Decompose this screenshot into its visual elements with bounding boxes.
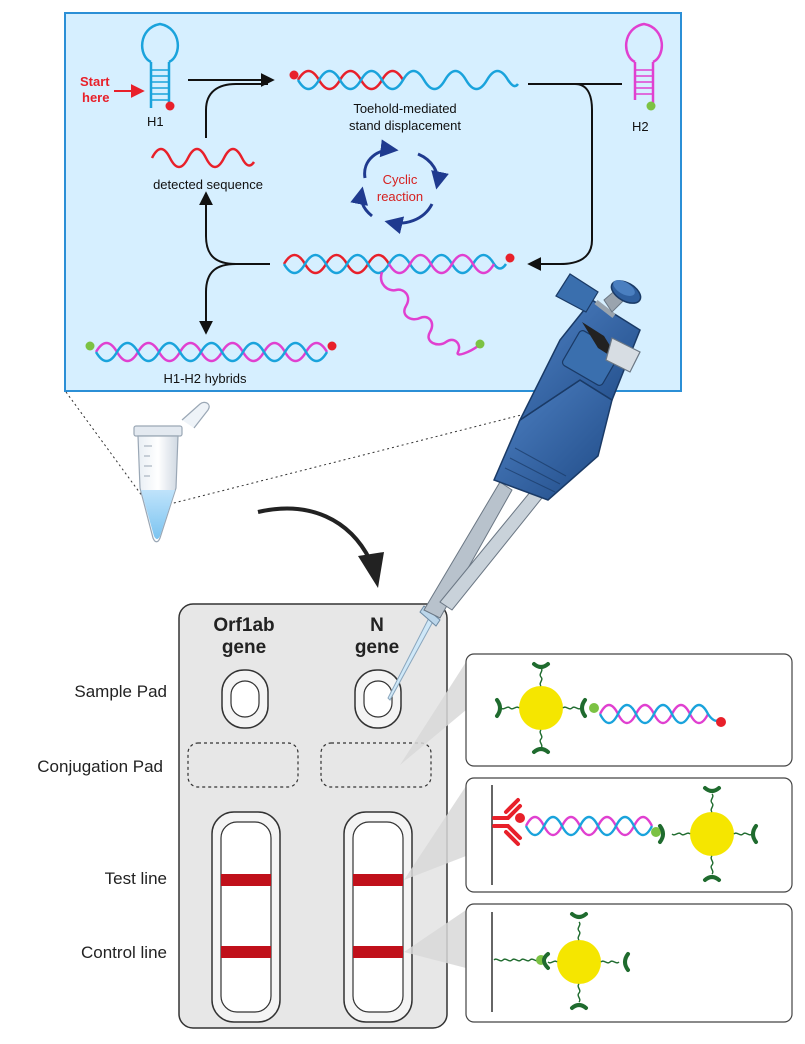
reaction-panel: H1 Start here Toehold-mediated stand dis… [64,12,682,392]
col2-label-line2: gene [355,637,399,658]
sample-pad-label: Sample Pad [74,682,167,701]
cyclic-label-line1: Cyclic [383,172,418,187]
inset-control-line [465,903,793,1023]
lfa-cassette: Orf1ab gene N gene [178,603,448,1029]
control-line-left [221,946,271,958]
test-line-label: Test line [105,869,167,888]
inset-test-line [465,777,793,893]
zoom-wedge-control [404,910,466,968]
test-line-left [221,874,271,886]
transfer-arrow [257,506,372,561]
gold-nanoparticle-3 [557,940,601,984]
middle-duplex [282,253,515,356]
conjugation-pad-left [187,742,299,788]
hybrids-label: H1-H2 hybrids [163,371,247,386]
test-line-right [353,874,403,886]
toehold-label-line2: stand displacement [349,118,461,133]
microcentrifuge-tube [133,401,210,543]
start-label-line1: Start [80,74,110,89]
h1-red-dot [165,101,175,111]
h1-label: H1 [147,114,164,129]
recycle-arrow-up [205,83,268,138]
h2-joining-arrow [527,83,593,271]
zoom-wedge-conjugation [400,662,466,765]
h2-label: H2 [632,119,649,134]
cyclic-arrows [350,139,449,235]
col1-label-line2: gene [222,637,266,658]
detected-sequence-wave [150,147,256,169]
conjugation-pad-label: Conjugation Pad [37,757,163,776]
inset-conjugation [465,653,793,767]
h2-green-dot [646,101,656,111]
hybrid-duplex [85,341,337,363]
top-duplex [289,69,519,91]
cyclic-label-line2: reaction [377,189,423,204]
h1-hairpin [140,22,180,111]
conjugation-pad-right [320,742,432,788]
control-line-label: Control line [81,943,167,962]
zoom-line-left [65,391,149,505]
zoom-line-right [161,391,613,507]
pipette-icon [387,273,642,701]
toehold-label-line1: Toehold-mediated [353,101,456,116]
antibody-icon [492,798,522,846]
control-line-right [353,946,403,958]
zoom-wedge-test [404,786,466,880]
detected-label: detected sequence [153,177,263,192]
col1-label-line1: Orf1ab [213,615,274,636]
to-hybrids-arrow [199,263,237,335]
col2-label-line1: N [370,615,384,636]
gold-nanoparticle-1 [519,686,563,730]
h2-hairpin [624,22,664,111]
gold-nanoparticle-2 [690,812,734,856]
start-label-line2: here [82,90,109,105]
